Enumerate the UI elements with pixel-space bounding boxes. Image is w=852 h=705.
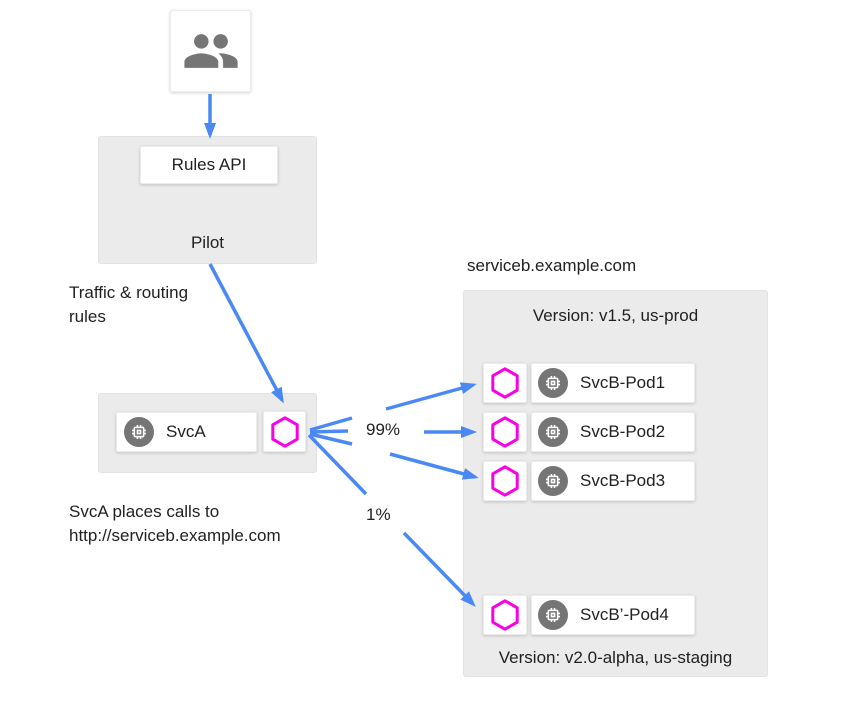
pod-label: SvcB-Pod1: [580, 373, 666, 392]
pod-label: SvcB-Pod3: [580, 471, 666, 490]
traffic-rules-note-line1: Traffic & routing: [69, 283, 189, 302]
proxy-hexagon-icon: [491, 416, 519, 448]
pilot-label: Pilot: [190, 233, 225, 252]
traffic-rules-note-line2: rules: [69, 307, 106, 326]
svcb-pod4-proxy-node: [483, 595, 527, 635]
serviceb-title: serviceb.example.com: [467, 256, 637, 275]
chip-icon: [538, 466, 568, 496]
pod-label: SvcB-Pod2: [580, 422, 666, 441]
rules-api-node: Rules API: [140, 146, 278, 184]
svcb-pod2-node: SvcB-Pod2: [531, 412, 695, 452]
chip-icon: [538, 417, 568, 447]
svcb-pod4-node: SvcB’-Pod4: [531, 595, 695, 635]
svca-label: SvcA: [166, 422, 206, 441]
pod-label: SvcB’-Pod4: [580, 605, 669, 624]
proxy-hexagon-icon: [491, 465, 519, 497]
proxy-hexagon-icon: [491, 367, 519, 399]
users-icon: [183, 34, 238, 68]
svcb-pod1-node: SvcB-Pod1: [531, 363, 695, 403]
route-weight-minor: 1%: [366, 505, 391, 524]
svca-proxy-node: [263, 411, 306, 452]
svcb-pod2-proxy-node: [483, 412, 527, 452]
arrow-proxy-to-pod4-stub: [307, 433, 368, 496]
svca-node: SvcA: [116, 412, 257, 452]
rules-api-label: Rules API: [171, 155, 247, 174]
svca-calls-note-line1: SvcA places calls to: [69, 502, 220, 521]
traffic-rules-note: Traffic & routing rules: [69, 281, 188, 329]
proxy-hexagon-icon: [270, 415, 299, 448]
svca-calls-note-line2: http://serviceb.example.com: [69, 526, 281, 545]
svcb-pod3-node: SvcB-Pod3: [531, 461, 695, 501]
users-node: [170, 10, 251, 92]
arrow-pilot-to-svca-proxy: [208, 263, 284, 404]
arrow-proxy-to-pod1: [385, 382, 477, 411]
chip-icon: [538, 368, 568, 398]
svcb-pod3-proxy-node: [483, 461, 527, 501]
chip-icon: [538, 600, 568, 630]
serviceb-staging-version-label: Version: v2.0-alpha, us-staging: [498, 648, 733, 667]
chip-icon: [124, 417, 154, 447]
svcb-pod1-proxy-node: [483, 363, 527, 403]
proxy-hexagon-icon: [491, 599, 519, 631]
serviceb-prod-version-label: Version: v1.5, us-prod: [532, 306, 699, 325]
route-weight-major: 99%: [366, 420, 401, 439]
svca-calls-note: SvcA places calls to http://serviceb.exa…: [69, 500, 281, 548]
